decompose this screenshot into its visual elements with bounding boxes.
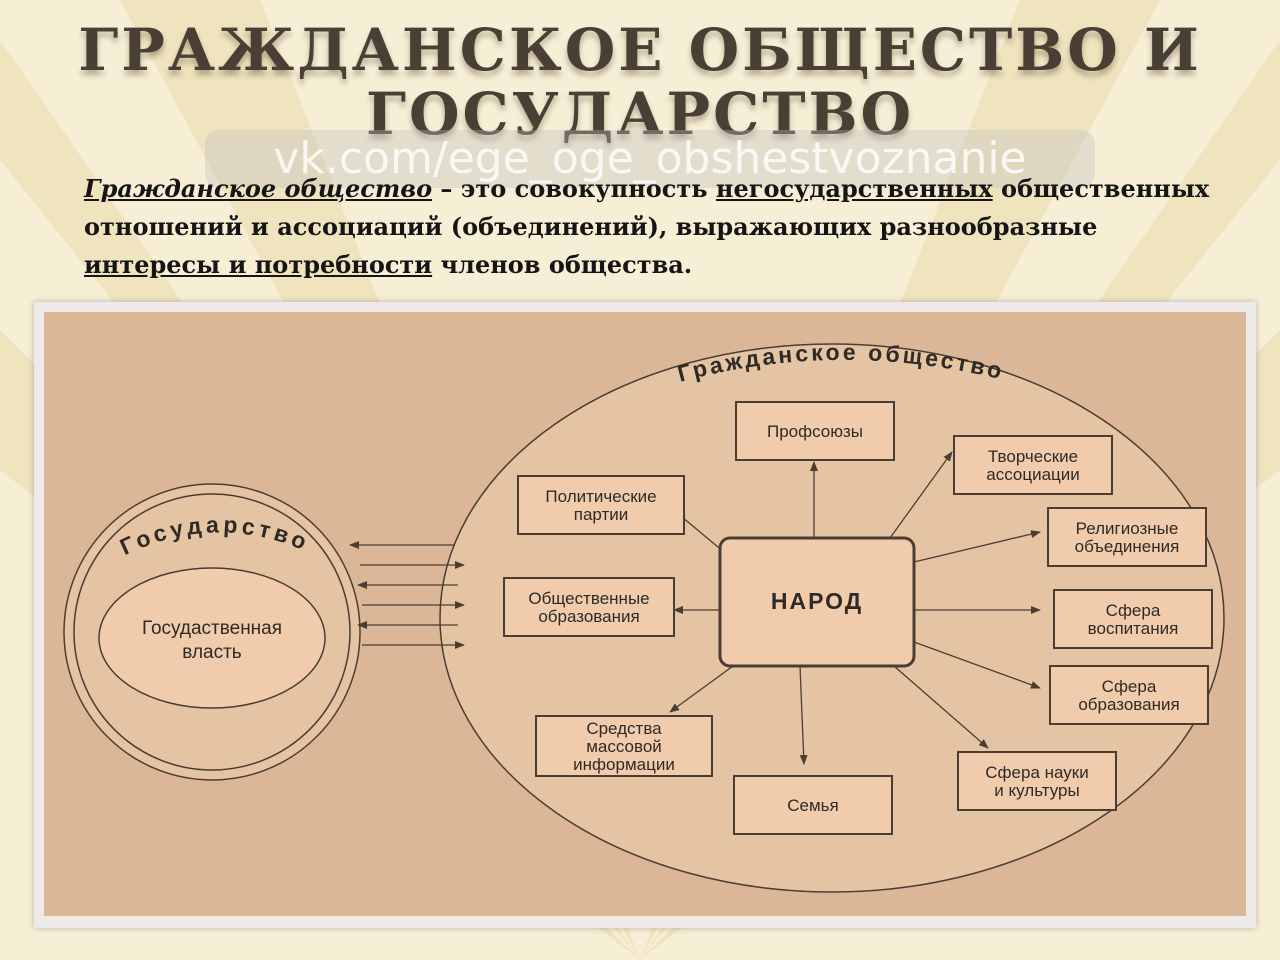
state-society-arrows bbox=[349, 541, 465, 649]
arrow-to-family bbox=[799, 665, 808, 765]
node-upbringing-line-2: воспитания bbox=[1088, 619, 1179, 638]
arrow-to-education bbox=[913, 641, 1041, 689]
node-education-line-1: Сфера bbox=[1102, 677, 1157, 696]
node-upbringing-line-1: Сфера bbox=[1106, 601, 1161, 620]
node-unions: Профсоюзы bbox=[735, 401, 895, 461]
node-family-line-1: Семья bbox=[787, 796, 838, 815]
definition-text: Гражданское общество – это совокупность … bbox=[84, 170, 1234, 284]
node-public-line-2: образования bbox=[538, 607, 639, 626]
node-science-line-1: Сфера науки bbox=[985, 763, 1088, 782]
node-public-box bbox=[503, 577, 675, 637]
node-media-line-1: Средства bbox=[586, 719, 662, 738]
node-unions-box bbox=[735, 401, 895, 461]
definition-term: Гражданское общество bbox=[84, 174, 433, 203]
node-science-box bbox=[957, 751, 1117, 811]
node-education-line-2: образования bbox=[1078, 695, 1179, 714]
title-line-2: ГОСУДАРСТВО bbox=[365, 80, 915, 148]
state-power-line-1: Госудаственная bbox=[142, 618, 282, 639]
state-power-ellipse bbox=[98, 567, 326, 709]
node-science-line-2: и культуры bbox=[994, 781, 1079, 800]
title-line-1: ГРАЖДАНСКОЕ ОБЩЕСТВО И bbox=[78, 16, 1202, 84]
center-people-label: НАРОД bbox=[771, 588, 863, 614]
node-parties-line-2: партии bbox=[574, 505, 629, 524]
state-power-line-2: власть bbox=[182, 642, 242, 663]
definition-part-3: членов общества. bbox=[432, 250, 693, 279]
node-creative-box bbox=[953, 435, 1113, 495]
civil-society-diagram: Государство Гражданское общество Госудас… bbox=[63, 339, 1225, 893]
definition-underline-2: интересы и потребности bbox=[84, 250, 433, 279]
node-parties-box bbox=[517, 475, 685, 535]
definition-underline-1: негосударственных bbox=[715, 174, 993, 203]
node-family-box bbox=[733, 775, 893, 835]
node-public-line-1: Общественные bbox=[528, 589, 649, 608]
arrow-to-creative bbox=[889, 451, 953, 539]
node-religious-box bbox=[1047, 507, 1207, 567]
node-unions-line-1: Профсоюзы bbox=[767, 422, 863, 441]
state-inner-circle bbox=[73, 493, 351, 771]
node-creative-line-2: ассоциации bbox=[986, 465, 1080, 484]
slide-title: ГРАЖДАНСКОЕ ОБЩЕСТВО И ГОСУДАРСТВО bbox=[0, 18, 1280, 146]
node-religious-line-2: объединения bbox=[1075, 537, 1180, 556]
node-parties-line-1: Политические bbox=[545, 487, 656, 506]
center-people-box bbox=[718, 536, 916, 668]
diagram-canvas: Государство Гражданское общество Госудас… bbox=[44, 312, 1246, 916]
node-upbringing-box bbox=[1053, 589, 1213, 649]
arrow-to-science bbox=[893, 665, 989, 749]
node-creative-line-1: Творческие bbox=[988, 447, 1078, 466]
node-media-box bbox=[535, 715, 713, 777]
diagram-frame: Государство Гражданское общество Госудас… bbox=[34, 302, 1256, 928]
arrow-to-religious bbox=[913, 530, 1041, 563]
definition-part-2: общественных отношений и ассоциаций (объ… bbox=[84, 174, 1210, 241]
node-family: Семья bbox=[733, 775, 893, 835]
definition-part-1: – это совокупность bbox=[432, 174, 716, 203]
watermark: vk.com/ege_oge_obshestvoznanie bbox=[205, 130, 1095, 188]
node-media-line-2: массовой bbox=[586, 737, 662, 756]
node-religious-line-1: Религиозные bbox=[1076, 519, 1179, 538]
node-media-line-3: информации bbox=[573, 755, 675, 774]
diagram-nodes: ПрофсоюзыТворческиеассоциацииРелигиозные… bbox=[503, 401, 1213, 835]
node-education-box bbox=[1049, 665, 1209, 725]
